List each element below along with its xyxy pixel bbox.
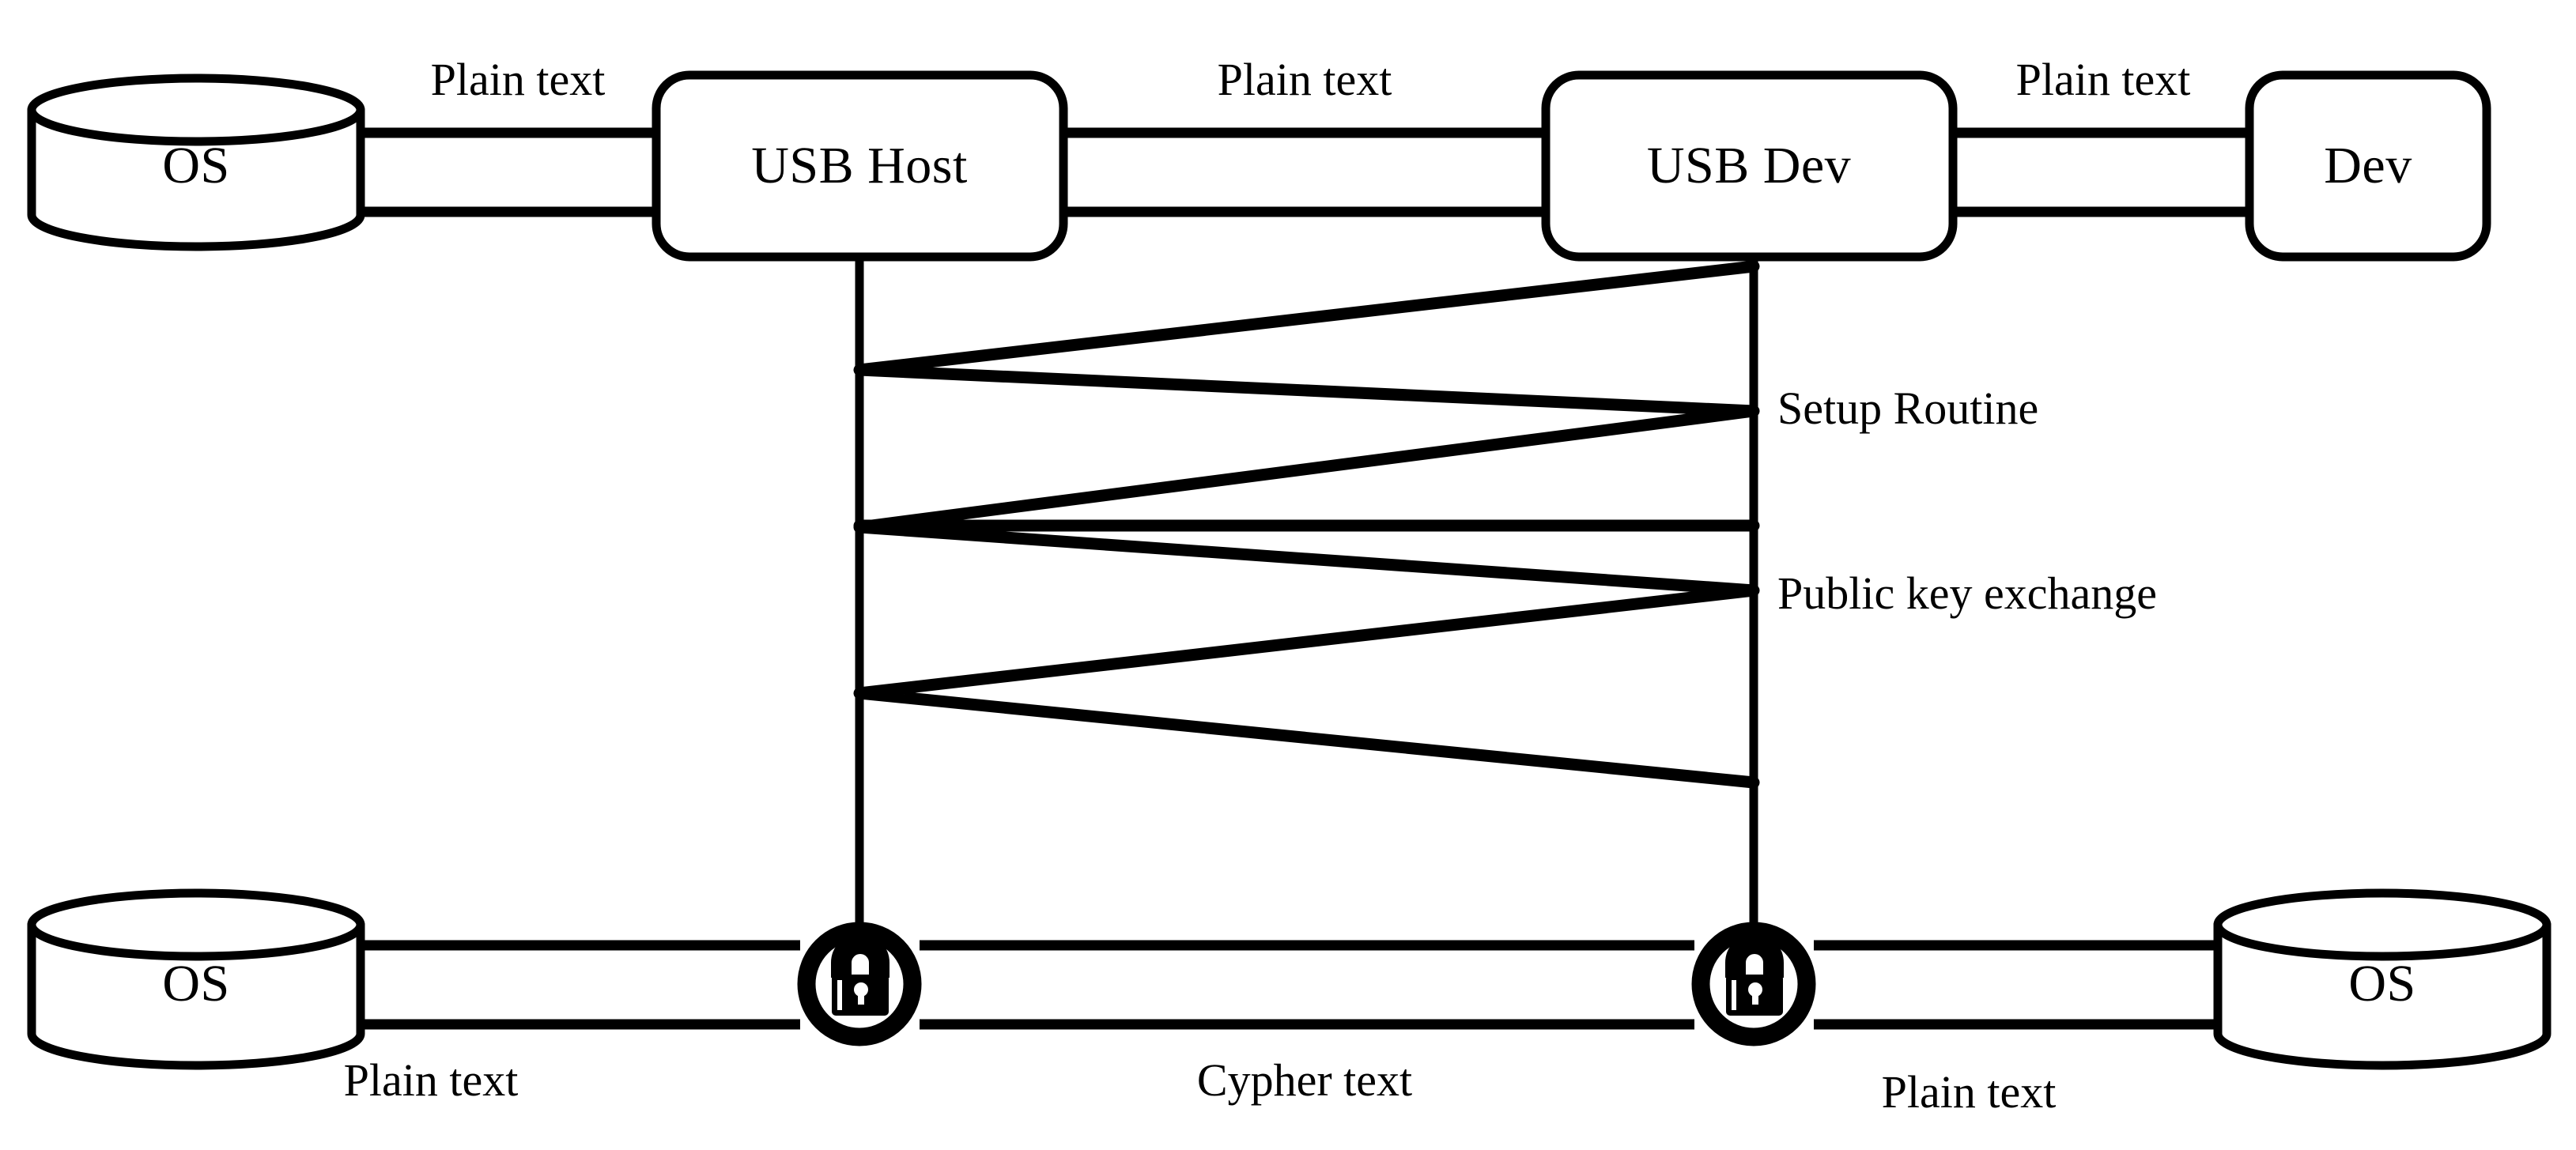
lock-icon-right-group[interactable] xyxy=(1691,922,1816,1046)
edge-label-plain-text-bottom-right: Plain text xyxy=(1881,1066,2057,1118)
edge-label-plain-text-top-left: Plain text xyxy=(430,54,606,105)
padlock-icon-left-shackle xyxy=(831,933,890,978)
padlock-icon-right-keyhole-stem xyxy=(1752,990,1758,1005)
edge-label-plain-text-top-right: Plain text xyxy=(2015,54,2191,105)
os-bottom-right-label: OS xyxy=(2348,955,2416,1012)
os-cylinder-bottom-right xyxy=(2213,888,2551,1070)
padlock-icon-left-keyhole-stem xyxy=(858,990,864,1005)
padlock-icon-left-stripe xyxy=(837,980,842,1010)
handshake-zigzag-polyline xyxy=(853,260,1760,789)
usb-host-label: USB Host xyxy=(751,137,968,194)
padlock-icon-right-stripe xyxy=(1732,980,1736,1010)
os-top-left-label: OS xyxy=(162,137,230,194)
bottom-bus-wires xyxy=(354,940,2219,1030)
annotation-public-key-exchange: Public key exchange xyxy=(1777,567,2157,619)
edge-label-plain-text-top-middle: Plain text xyxy=(1217,54,1392,105)
lock-icon-left-group[interactable] xyxy=(797,922,922,1046)
annotation-setup-routine: Setup Routine xyxy=(1777,383,2039,434)
top-bus-wires xyxy=(354,127,2254,217)
os-bottom-left-label: OS xyxy=(162,955,230,1012)
dev-label: Dev xyxy=(2324,137,2412,194)
padlock-icon-right-ring xyxy=(1691,922,1816,1046)
edge-label-plain-text-bottom-left: Plain text xyxy=(343,1054,519,1106)
dev-box[interactable] xyxy=(2245,70,2491,262)
usb-dev-label: USB Dev xyxy=(1646,137,1852,194)
os-cylinder-top-left xyxy=(27,74,365,251)
os-cylinder-bottom-left xyxy=(27,888,365,1070)
padlock-icon-right-shackle xyxy=(1725,933,1784,978)
padlock-icon-left-ring xyxy=(797,922,922,1046)
edge-label-cypher-text: Cypher text xyxy=(1196,1054,1413,1106)
